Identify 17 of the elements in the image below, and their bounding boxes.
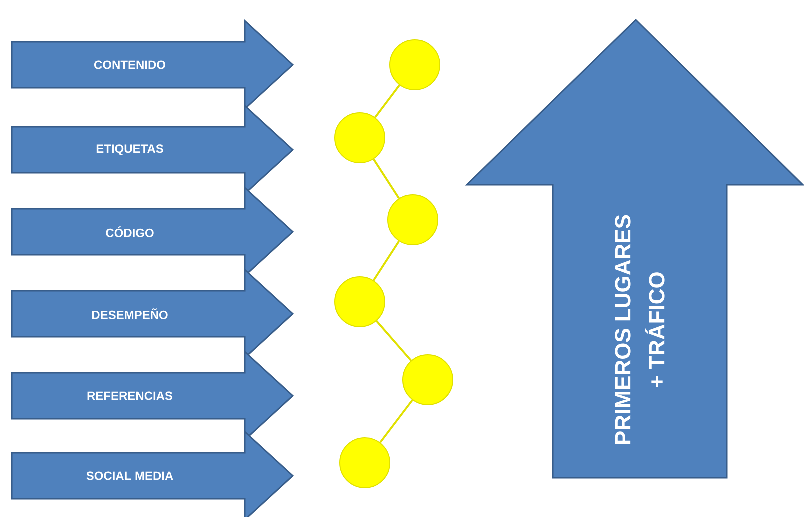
connector-line: [374, 84, 400, 118]
circle: [390, 40, 440, 90]
circle: [340, 437, 390, 488]
circle: [388, 194, 438, 246]
circle: [334, 276, 386, 328]
arrow-box: DESEMPEÑO: [11, 268, 294, 360]
arrow-box: ETIQUETAS: [11, 104, 294, 196]
arrow-box: SOCIAL MEDIA: [11, 430, 294, 517]
connector-line: [373, 158, 400, 200]
connector-line: [376, 320, 412, 362]
connector-line: [380, 400, 414, 444]
arrow-box: CONTENIDO: [11, 19, 294, 111]
arrow-box: CÓDIGO: [11, 186, 294, 278]
arrow-box: REFERENCIAS: [11, 350, 294, 442]
circle: [334, 112, 386, 164]
circle: [402, 354, 454, 406]
connector-line: [373, 240, 400, 282]
